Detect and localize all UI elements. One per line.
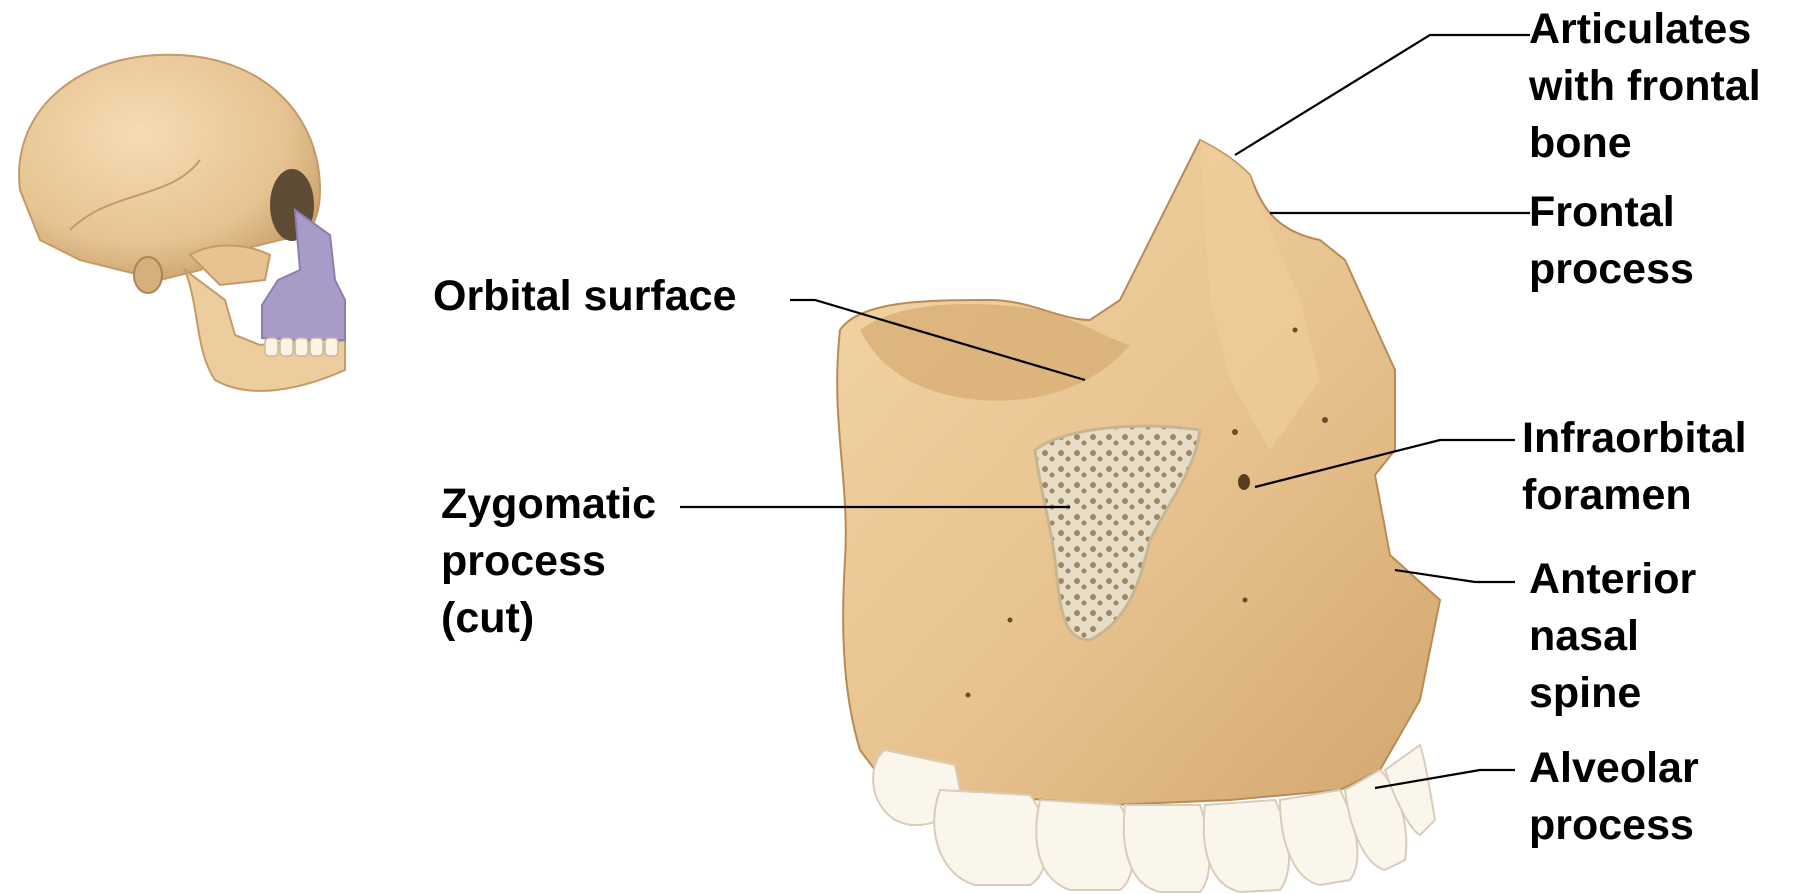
label-articulates-with-frontal-bone: Articulates with frontal bone bbox=[1529, 1, 1761, 172]
label-line: bone bbox=[1529, 115, 1761, 172]
label-frontal-process: Frontal process bbox=[1529, 184, 1694, 298]
label-orbital-surface: Orbital surface bbox=[433, 268, 737, 325]
label-line: Zygomatic bbox=[441, 476, 656, 533]
label-line: Infraorbital bbox=[1522, 410, 1747, 467]
label-line: Articulates bbox=[1529, 1, 1761, 58]
leader-anterior-nasal-spine bbox=[1395, 570, 1515, 582]
label-line: nasal bbox=[1529, 608, 1696, 665]
label-line: Anterior bbox=[1529, 551, 1696, 608]
label-alveolar-process: Alveolar process bbox=[1529, 740, 1699, 854]
label-line: process bbox=[1529, 241, 1694, 298]
label-line: Orbital surface bbox=[433, 268, 737, 325]
label-line: Alveolar bbox=[1529, 740, 1699, 797]
label-line: spine bbox=[1529, 665, 1696, 722]
label-anterior-nasal-spine: Anterior nasal spine bbox=[1529, 551, 1696, 722]
leader-articulates bbox=[1235, 35, 1530, 155]
label-line: foramen bbox=[1522, 467, 1747, 524]
label-line: Frontal bbox=[1529, 184, 1694, 241]
label-line: process bbox=[441, 533, 656, 590]
leader-infraorbital-foramen bbox=[1255, 440, 1515, 487]
label-line: process bbox=[1529, 797, 1699, 854]
label-infraorbital-foramen: Infraorbital foramen bbox=[1522, 410, 1747, 524]
label-zygomatic-process: Zygomatic process (cut) bbox=[441, 476, 656, 647]
label-line: with frontal bbox=[1529, 58, 1761, 115]
label-line: (cut) bbox=[441, 590, 656, 647]
leader-alveolar-process bbox=[1375, 770, 1515, 788]
leader-orbital-surface bbox=[790, 300, 1085, 380]
